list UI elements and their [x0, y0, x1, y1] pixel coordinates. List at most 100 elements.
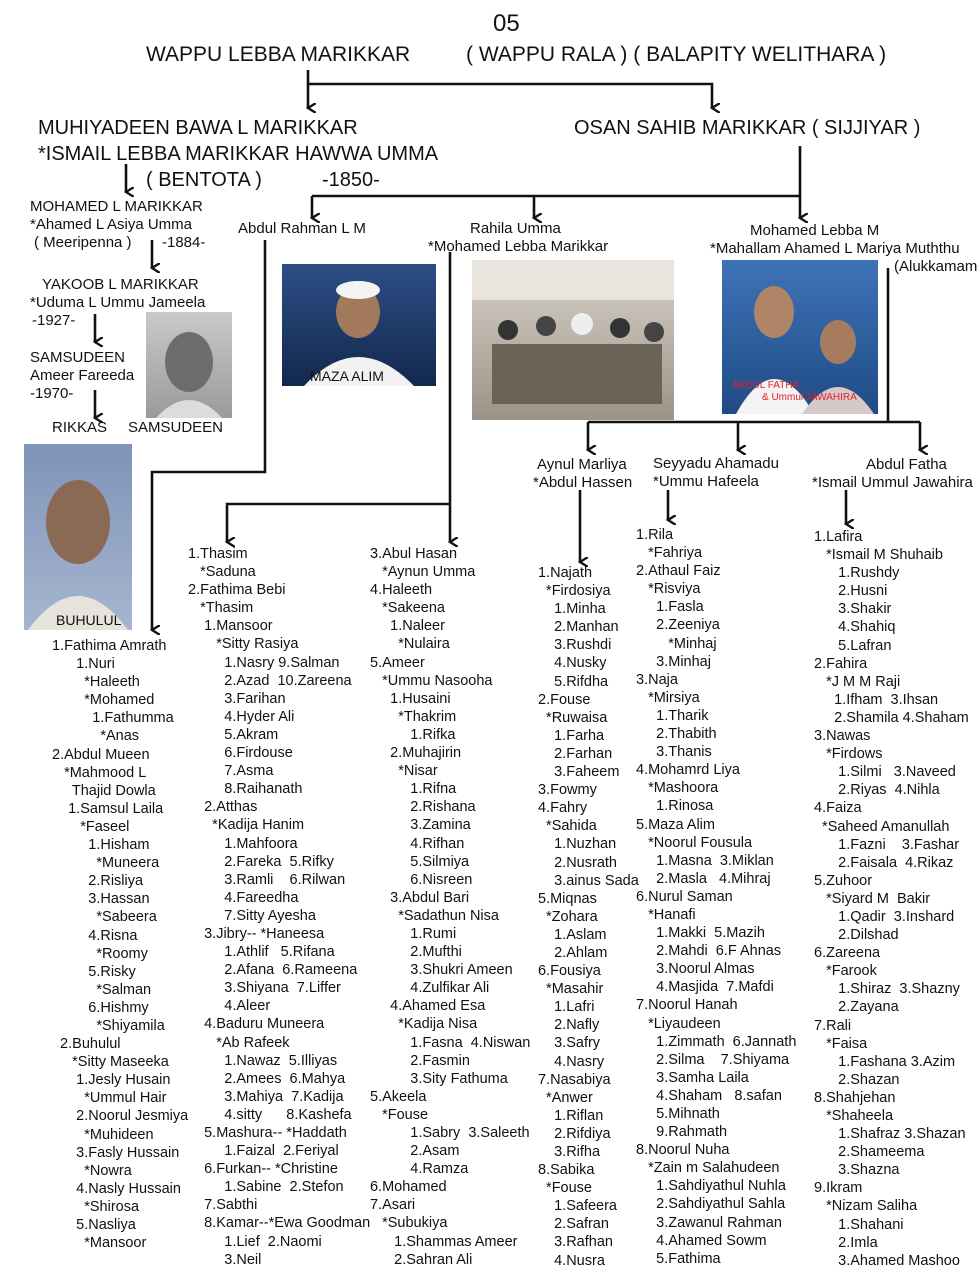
- list-item: 3.Fasly Hussain: [52, 1144, 180, 1161]
- list-item: *Zain m Salahudeen: [636, 1160, 780, 1177]
- list-item: *Sitty Rasiya: [188, 636, 299, 653]
- list-item: 5.Akeela: [370, 1088, 427, 1105]
- list-item: 2.Mufthi: [370, 944, 462, 961]
- list-item: 3.Rifha: [538, 1144, 601, 1160]
- list-item: *Ab Rafeek: [188, 1034, 290, 1051]
- list-item: 3.Shukri Ameen: [370, 962, 513, 979]
- list-item: *J M M Raji: [814, 673, 901, 690]
- list-item: 6.Mohamed: [370, 1179, 447, 1196]
- right-branch-name: OSAN SAHIB MARIKKAR ( SIJJIYAR ): [574, 117, 921, 139]
- list-item: *Shirosa: [52, 1198, 140, 1215]
- list-item: 4.Fahry: [538, 800, 588, 817]
- list-item: 7.Sabthi: [188, 1197, 258, 1214]
- list-item: 2.Shamila 4.Shaham: [814, 709, 969, 726]
- left-branch-spouse: *ISMAIL LEBBA MARIKKAR HAWWA UMMA: [38, 143, 439, 165]
- list-item: 4.Ramza: [370, 1161, 469, 1178]
- list-item: 5.Nasliya: [52, 1217, 136, 1233]
- list-item: 2.Safran: [538, 1216, 609, 1233]
- list-item: 1.Samsul Laila: [52, 800, 164, 817]
- list-item: *Nowra: [52, 1162, 132, 1179]
- list-item: *Muneera: [52, 855, 160, 872]
- group-photo: [472, 260, 674, 420]
- lineage-mohamed-year: -1884-: [162, 234, 206, 251]
- list-item: 8.Kamar--*Ewa Goodman: [188, 1215, 371, 1232]
- abdul-fatha-photo: ABDUL FATHA & Ummul JAWAHIRA: [722, 260, 878, 414]
- list-item: 2.Fareka 5.Rifky: [188, 853, 334, 870]
- list-item: 5.Silmiya: [370, 853, 470, 870]
- lineage-yakoob-spouse: *Uduma L Ummu Jameela: [30, 294, 206, 311]
- list-item: 5.Zuhoor: [814, 872, 873, 889]
- list-item: 2.Sahdiyathul Sahla: [636, 1196, 786, 1213]
- list-item: 4.Aleer: [188, 998, 271, 1015]
- list-item: *Sakeena: [370, 600, 445, 617]
- list-item: 1.Mansoor: [188, 618, 273, 635]
- lineage-yakoob-year: -1927-: [32, 312, 76, 329]
- list-item: 1.Nasry 9.Salman: [188, 654, 340, 671]
- list-item: *Mahmood L: [52, 764, 147, 781]
- list-item: 1.Shiraz 3.Shazny: [814, 981, 960, 998]
- list-item: 1.Shahani: [814, 1216, 904, 1233]
- list-item: *Saheed Amanullah: [814, 818, 950, 835]
- list-item: 3.Thanis: [636, 744, 712, 761]
- list-item: 2.Athaul Faiz: [636, 563, 721, 580]
- aynul-marliya: Aynul Marliya: [537, 456, 627, 473]
- list-item: 1.Aslam: [538, 926, 607, 943]
- list-item: *Zohara: [538, 908, 598, 925]
- list-item: 8.Sabika: [538, 1162, 595, 1179]
- list-item: 2.Fahira: [814, 655, 868, 672]
- list-item: 5.Mihnath: [636, 1106, 720, 1122]
- maza-alim-photo: MAZA ALIM: [282, 264, 436, 386]
- list-item: 3.Ahamed Mashoo: [814, 1252, 960, 1269]
- list-item: 1.Farha: [538, 727, 605, 744]
- list-item: 3.Jibry-- *Haneesa: [188, 925, 325, 942]
- list-item: *Kadija Nisa: [370, 1016, 478, 1033]
- list-item: 5.Miqnas: [538, 890, 597, 907]
- list-item: 1.Jesly Husain: [52, 1072, 171, 1089]
- list-item: *Shiyamila: [52, 1017, 165, 1034]
- list-item: 3.Rushdi: [538, 637, 612, 654]
- list-item: 1.Minha: [538, 601, 606, 618]
- list-item: 1.Lafira: [814, 529, 863, 545]
- lineage-samsudeen-spouse: Ameer Fareeda: [30, 367, 135, 384]
- list-item: 4.Rifhan: [370, 835, 465, 852]
- left-branch-year: -1850-: [322, 169, 380, 191]
- child-abdul-rahman: Abdul Rahman L M: [238, 220, 366, 237]
- list-item: 2.Rishana: [370, 799, 476, 816]
- list-item: *Fouse: [370, 1106, 429, 1123]
- lineage-yakoob: YAKOOB L MARIKKAR: [42, 276, 199, 293]
- left-branch-place: ( BENTOTA ): [146, 169, 262, 191]
- list-item: 3.ainus Sada: [538, 872, 639, 889]
- list-item: 2.Buhulul: [52, 1036, 121, 1053]
- list-item: 5.Akram: [188, 726, 279, 743]
- list-item: 3.Shazna: [814, 1162, 900, 1179]
- list-item: 2.Abdul Mueen: [52, 746, 150, 763]
- list-item: 2.Shazan: [814, 1071, 900, 1088]
- list-item: 8.Shahjehan: [814, 1089, 896, 1106]
- list-item: 2.Fasmin: [370, 1052, 470, 1069]
- samsudeen-caption: SAMSUDEEN: [128, 419, 224, 436]
- list-item: 7.Sitty Ayesha: [188, 907, 316, 924]
- list-item: 2.Husni: [814, 583, 888, 600]
- child-rahila: Rahila Umma: [470, 220, 561, 237]
- left-branch-name: MUHIYADEEN BAWA L MARIKKAR: [38, 117, 358, 139]
- list-item: *Mohamed: [52, 692, 155, 709]
- list-item: *Ummul Hair: [52, 1090, 167, 1107]
- list-item: 3.Sity Fathuma: [370, 1070, 508, 1087]
- list-item: 2.Fouse: [538, 691, 591, 708]
- list-item: 7.Asari: [370, 1197, 416, 1214]
- list-item: 1.Nawaz 5.Illiyas: [188, 1052, 338, 1069]
- lineage-rikkas: RIKKAS: [52, 419, 108, 436]
- list-item: *Nisar: [370, 763, 438, 780]
- list-item: 2.Zayana: [814, 999, 899, 1016]
- list-item: 7.Rali: [814, 1017, 852, 1034]
- list-item: 1.Fathumma: [52, 710, 174, 727]
- list-item: 1.Nuzhan: [538, 836, 617, 853]
- list-item: 6.Furkan-- *Christine: [188, 1161, 338, 1178]
- list-item: 2.Risliya: [52, 873, 144, 890]
- child-mohamed-lebba: Mohamed Lebba M: [750, 222, 880, 239]
- list-item: *Hanafi: [636, 906, 696, 923]
- list-item: 5.Rifdha: [538, 673, 609, 690]
- list-item: 5.Mashura-- *Haddath: [188, 1125, 347, 1141]
- list-item: 2.Thabith: [636, 726, 717, 743]
- list-item: 1.Sabry 3.Saleeth: [370, 1125, 530, 1141]
